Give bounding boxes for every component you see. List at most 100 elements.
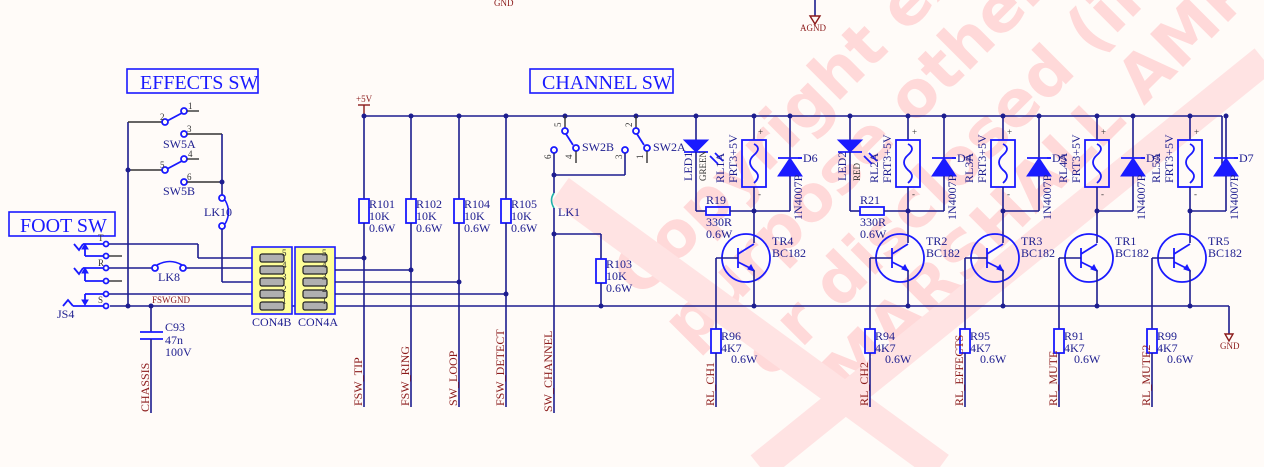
lk1-link[interactable]: LK1 SW_CHANNEL bbox=[541, 192, 601, 413]
relay-minus-mark: - bbox=[1101, 189, 1104, 199]
resistor-ref: R102 bbox=[416, 197, 442, 211]
sw2-channel-switch[interactable]: 5 4 6 SW2B 2 1 3 SW2A bbox=[543, 113, 686, 194]
agnd-symbol: AGND bbox=[800, 0, 826, 33]
relay-type: FRT3+5V bbox=[975, 134, 989, 183]
net-label: RL_MUTE2 bbox=[1139, 345, 1153, 406]
base-resistor-value: 4K7 bbox=[1064, 341, 1085, 355]
base-resistor-ref: R96 bbox=[721, 329, 741, 343]
lk8-link[interactable]: LK8 bbox=[151, 260, 187, 285]
net-label: FSW_RING bbox=[398, 346, 412, 406]
foot-sw-title-text: FOOT SW bbox=[20, 215, 107, 237]
channel-sw-title: CHANNEL SW bbox=[529, 68, 674, 94]
connector-pin: 1 bbox=[259, 296, 287, 311]
r103-value: 10K bbox=[606, 269, 627, 283]
agnd-label: AGND bbox=[800, 23, 826, 33]
sw-channel-net-label: SW_CHANNEL bbox=[541, 331, 555, 412]
diode-type: 1N4007P bbox=[791, 174, 805, 220]
relay-ref: RL3A bbox=[962, 153, 976, 183]
r103-resistor[interactable]: R103 10K 0.6W bbox=[595, 234, 633, 309]
base-resistor-value: 4K7 bbox=[721, 341, 742, 355]
net-label: SW_LOOP bbox=[446, 350, 460, 406]
c93-rating: 100V bbox=[165, 345, 192, 359]
sw5b-ref: SW5B bbox=[163, 184, 195, 198]
jack-pin-ring: R bbox=[98, 258, 104, 268]
c93-value: 47n bbox=[165, 333, 183, 347]
base-resistor-ref: R95 bbox=[970, 329, 990, 343]
js4-jack[interactable]: T R S JS4 bbox=[57, 233, 110, 321]
led-resistor-ref: R21 bbox=[860, 193, 880, 207]
lk10-link[interactable]: LK10 bbox=[204, 194, 268, 283]
connector-pin-number: 5 bbox=[322, 248, 327, 258]
net-label: RL_MUTE bbox=[1046, 351, 1060, 406]
led-resistor-value: 330R bbox=[706, 215, 732, 229]
sw5a-pin1: 1 bbox=[188, 101, 193, 111]
js4-ref: JS4 bbox=[57, 307, 74, 321]
jack-pin-sleeve: S bbox=[98, 295, 103, 305]
top-gnd-label: GND bbox=[494, 0, 514, 8]
connector-pin: 5 bbox=[302, 248, 328, 263]
connector-pin-number: 2 bbox=[322, 284, 327, 294]
foot-sw-title: FOOT SW bbox=[8, 211, 116, 237]
led-ref: LED1 bbox=[681, 152, 695, 181]
sw2b-ref: SW2B bbox=[582, 140, 614, 154]
led-color: GREEN bbox=[698, 151, 708, 181]
relay-minus-mark: - bbox=[758, 189, 761, 199]
resistor-power: 0.6W bbox=[416, 221, 443, 235]
transistor-ref: TR4 bbox=[772, 234, 793, 248]
r103-power: 0.6W bbox=[606, 281, 633, 295]
chassis-net-label: CHASSIS bbox=[138, 363, 152, 412]
net-label: FSW_TIP bbox=[351, 357, 365, 406]
c93-capacitor[interactable]: C93 47n 100V CHASSIS bbox=[138, 306, 192, 413]
connector-pin: 4 bbox=[259, 260, 287, 275]
base-resistor-power: 0.6W bbox=[885, 352, 912, 366]
relay-minus-mark: - bbox=[1194, 189, 1197, 199]
base-resistor-power: 0.6W bbox=[980, 352, 1007, 366]
base-resistor-value: 4K7 bbox=[970, 341, 991, 355]
diode-ref: D6 bbox=[803, 151, 818, 165]
sw5-effects-switch[interactable]: 2 1 3 SW5A 5 4 6 SW5B bbox=[125, 101, 225, 306]
sw5a-ref: SW5A bbox=[163, 137, 196, 151]
led-resistor-power: 0.6W bbox=[706, 227, 733, 241]
relay-plus-mark: + bbox=[912, 127, 917, 137]
effects-sw-title: EFFECTS SW bbox=[126, 68, 259, 94]
connector-pin: 1 bbox=[302, 296, 328, 311]
resistor-ref: R101 bbox=[369, 197, 395, 211]
base-resistor-ref: R99 bbox=[1157, 329, 1177, 343]
transistor-type: BC182 bbox=[926, 246, 960, 260]
sw2a-pin2: 2 bbox=[624, 123, 634, 128]
copyright-watermark: Copyright exists purpose other than or d… bbox=[551, 0, 1264, 467]
connector-pin-number: 3 bbox=[322, 272, 327, 282]
watermark-stripe bbox=[551, 177, 949, 467]
connector-pin-number: 2 bbox=[282, 284, 287, 294]
fswgnd-net-label: FSWGND bbox=[152, 295, 191, 305]
sw2b-pin5: 5 bbox=[553, 122, 563, 127]
relay-plus-mark: + bbox=[1101, 127, 1106, 137]
sw5b-pin4: 4 bbox=[188, 149, 193, 159]
transistor-type: BC182 bbox=[1208, 246, 1242, 260]
sw2a-pin3: 3 bbox=[614, 154, 624, 159]
relay-ref: RL1A bbox=[713, 153, 727, 183]
base-resistor-power: 0.6W bbox=[1167, 352, 1194, 366]
led-resistor-value: 330R bbox=[860, 215, 886, 229]
connector-pin-number: 1 bbox=[282, 296, 287, 306]
transistor-ref: TR3 bbox=[1021, 234, 1042, 248]
relay-type: FRT3+5V bbox=[1162, 134, 1176, 183]
con4a-ref: CON4A bbox=[298, 315, 338, 329]
channel-sw-title-text: CHANNEL SW bbox=[542, 72, 672, 94]
net-label: RL_CH1 bbox=[703, 362, 717, 406]
sw2b-pin4: 4 bbox=[564, 154, 574, 159]
relay-minus-mark: - bbox=[1007, 189, 1010, 199]
connector-pin: 3 bbox=[302, 272, 328, 287]
